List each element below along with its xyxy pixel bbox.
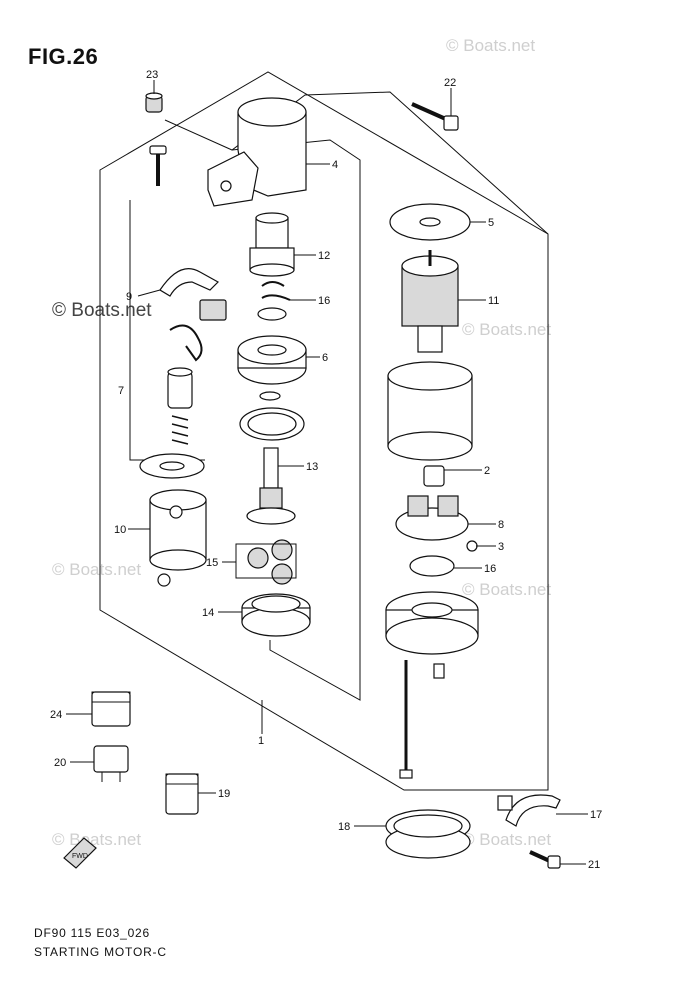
fwd-arrow-icon: FWD [63, 837, 97, 869]
callout-14: 14 [202, 607, 214, 619]
part-12-pinion [249, 212, 295, 277]
assembly-outline [231, 139, 361, 701]
part-4-drive-housing [207, 97, 307, 207]
part-15-gears [235, 539, 297, 585]
callout-1: 1 [258, 735, 264, 747]
assembly-outline [164, 91, 549, 235]
part-23-sleeve [145, 92, 163, 113]
watermark: © Boats.net [446, 36, 536, 55]
callout-16: 16 [484, 563, 496, 575]
callout-12: 12 [318, 250, 330, 262]
part-14-ring-gear [241, 593, 311, 637]
callout-16: 16 [318, 295, 330, 307]
figure-name: STARTING MOTOR-C [34, 945, 167, 959]
assembly-outline [99, 71, 549, 791]
cover-gasket [239, 391, 305, 441]
part-5-end-plate [389, 203, 471, 241]
part-20-relay [93, 745, 129, 782]
callout-17: 17 [590, 809, 602, 821]
callout-13: 13 [306, 461, 318, 473]
callout-19: 19 [218, 788, 230, 800]
housing-bolt [149, 145, 167, 186]
part-10-solenoid [149, 489, 207, 587]
part-9-shift-lever [159, 268, 219, 297]
watermark: © Boats.net [52, 830, 142, 849]
callout-5: 5 [488, 217, 494, 229]
through-bolt [399, 660, 445, 779]
part-17-bracket [497, 794, 561, 827]
part-13-shaft [246, 447, 296, 525]
callout-8: 8 [498, 519, 504, 531]
part-16-clips [257, 281, 291, 321]
yoke [387, 361, 473, 461]
callout-7: 7 [118, 385, 124, 397]
watermark: © Boats.net [52, 300, 152, 321]
callout-11: 11 [488, 295, 499, 307]
part-2-brush [423, 465, 445, 487]
part-11-armature [401, 250, 459, 353]
part-18-band [385, 809, 471, 859]
callout-6: 6 [322, 352, 328, 364]
callout-18: 18 [338, 821, 350, 833]
part-8-brush-holder [395, 495, 469, 541]
leader-lines [66, 80, 588, 865]
figure-code: DF90 115 E03_026 [34, 926, 150, 940]
callout-21: 21 [588, 859, 600, 871]
part-19-connector [165, 773, 199, 815]
part-21-bolt [529, 850, 561, 869]
part-3-screw [466, 540, 478, 552]
part-6-cover [237, 335, 307, 385]
callout-9: 9 [126, 291, 132, 303]
part-24-relay [91, 691, 131, 727]
svg-text:FWD: FWD [72, 853, 88, 860]
watermark: © Boats.net [462, 320, 552, 339]
callout-22: 22 [444, 77, 456, 89]
part-7-plunger [139, 367, 205, 479]
spring-clip [169, 324, 203, 362]
callout-15: 15 [206, 557, 218, 569]
lever-block [199, 299, 227, 321]
callout-10: 10 [114, 524, 126, 536]
callout-4: 4 [332, 159, 338, 171]
watermark: © Boats.net [462, 830, 552, 849]
callout-3: 3 [498, 541, 504, 553]
callout-23: 23 [146, 69, 158, 81]
callout-labels: 23 22 4 5 12 11 9 16 6 7 13 2 8 3 10 15 … [50, 69, 602, 871]
end-cap [385, 591, 479, 655]
figure-title: FIG.26 [28, 44, 99, 69]
watermark: © Boats.net [52, 560, 142, 579]
part-22-bolt [411, 102, 459, 131]
callout-20: 20 [54, 757, 66, 769]
part-16-washer [409, 555, 455, 577]
watermark: © Boats.net [462, 580, 552, 599]
callout-24: 24 [50, 709, 62, 721]
callout-2: 2 [484, 465, 490, 477]
